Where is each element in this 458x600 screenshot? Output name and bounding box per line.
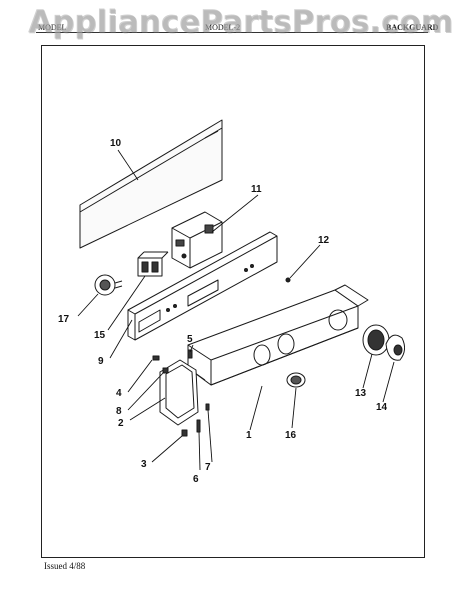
callout-15: 15 xyxy=(94,330,106,341)
part-7-fastener xyxy=(205,403,210,411)
part-16-knob xyxy=(286,372,306,388)
callout-6: 6 xyxy=(193,474,199,485)
part-15-switch xyxy=(137,251,169,277)
callout-4: 4 xyxy=(116,388,122,399)
callout-1: 1 xyxy=(246,430,252,441)
callout-2: 2 xyxy=(118,418,124,429)
part-2-end-cap xyxy=(159,359,199,426)
issued-date: Issued 4/88 xyxy=(44,561,86,571)
callout-labels: 10 11 12 17 15 9 5 4 8 2 3 6 7 1 16 13 1… xyxy=(58,138,388,485)
part-13-dial xyxy=(362,324,390,356)
callout-11: 11 xyxy=(251,184,262,195)
part-8-bracket xyxy=(162,367,169,374)
callout-8: 8 xyxy=(116,406,122,417)
part-5-clip xyxy=(187,349,193,359)
part-4-screw xyxy=(152,355,160,361)
callout-16: 16 xyxy=(285,430,297,441)
part-17-selector-switch xyxy=(94,274,123,296)
header-section-title: BACKGUARD xyxy=(386,23,439,32)
callout-5: 5 xyxy=(187,334,193,345)
part-11-timer xyxy=(171,211,223,269)
part-6-fastener xyxy=(196,419,201,433)
callout-7: 7 xyxy=(205,462,211,473)
leader-lines xyxy=(77,149,395,471)
callout-10: 10 xyxy=(110,138,122,149)
diagram-frame xyxy=(41,45,425,558)
callout-3: 3 xyxy=(141,459,147,470)
part-1-console-front xyxy=(187,284,369,386)
callout-9: 9 xyxy=(98,356,104,367)
callout-13: 13 xyxy=(355,388,367,399)
part-14-timer-knob xyxy=(385,334,406,361)
part-3-screw xyxy=(181,429,188,437)
part-10-rear-panel xyxy=(79,119,223,249)
callout-12: 12 xyxy=(318,235,330,246)
header-model-label: MODEL xyxy=(38,23,67,32)
callout-17: 17 xyxy=(58,314,70,325)
part-9-control-panel xyxy=(127,231,278,341)
part-12-screw xyxy=(285,277,291,283)
callout-14: 14 xyxy=(376,402,388,413)
header-model-number: MODEL-2 xyxy=(205,23,241,32)
header-divider xyxy=(36,32,428,33)
